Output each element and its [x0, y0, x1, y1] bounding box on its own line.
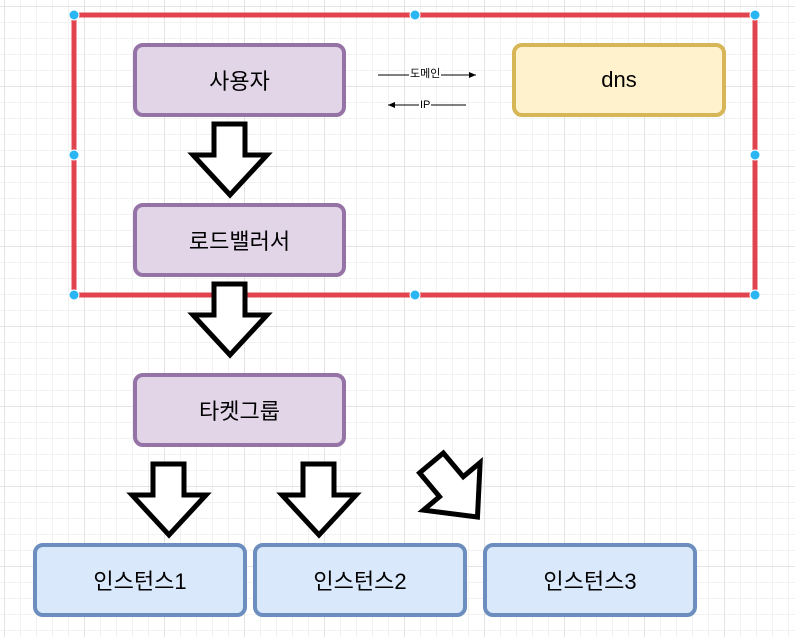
- instance3-node[interactable]: 인스턴스3: [483, 543, 697, 617]
- resize-handle-top-left[interactable]: [68, 9, 80, 21]
- resize-handle-top-right[interactable]: [749, 9, 761, 21]
- ip-edge-label: IP: [419, 99, 432, 111]
- load-balancer-node[interactable]: 로드밸러서: [133, 203, 346, 277]
- block-arrow-target-to-instance1[interactable]: [126, 461, 212, 539]
- instance2-node[interactable]: 인스턴스2: [253, 543, 467, 617]
- block-arrow-lb-to-target[interactable]: [187, 281, 273, 359]
- instance1-node[interactable]: 인스턴스1: [33, 543, 247, 617]
- load-balancer-node-label: 로드밸러서: [188, 229, 291, 254]
- resize-handle-bottom-middle[interactable]: [409, 289, 421, 301]
- instance1-node-label: 인스턴스1: [93, 569, 187, 594]
- resize-handle-top-middle[interactable]: [409, 9, 421, 21]
- target-group-node-label: 타켓그룹: [199, 399, 280, 424]
- user-node-label: 사용자: [209, 69, 270, 94]
- user-node[interactable]: 사용자: [133, 43, 346, 117]
- block-arrow-target-to-instance3[interactable]: [403, 439, 505, 541]
- dns-node-label: dns: [601, 67, 637, 92]
- resize-handle-middle-left[interactable]: [68, 149, 80, 161]
- resize-handle-bottom-right[interactable]: [749, 289, 761, 301]
- dns-node[interactable]: dns: [512, 43, 726, 117]
- domain-edge-label: 도메인: [409, 68, 442, 80]
- instance2-node-label: 인스턴스2: [313, 569, 407, 594]
- resize-handle-middle-right[interactable]: [749, 149, 761, 161]
- block-arrow-user-to-lb[interactable]: [187, 121, 273, 199]
- resize-handle-bottom-left[interactable]: [68, 289, 80, 301]
- instance3-node-label: 인스턴스3: [543, 569, 637, 594]
- target-group-node[interactable]: 타켓그룹: [133, 373, 346, 447]
- selection-handles: [68, 9, 761, 301]
- block-arrow-target-to-instance2[interactable]: [276, 461, 362, 539]
